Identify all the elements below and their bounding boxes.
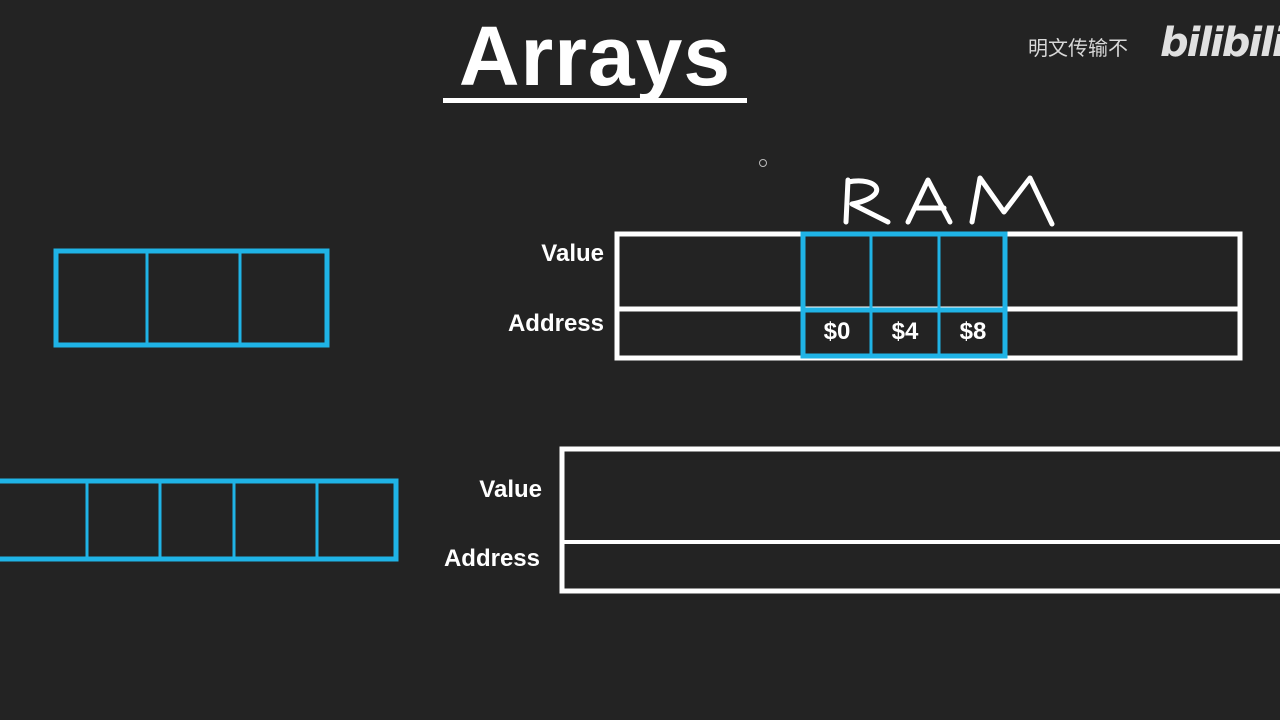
title-underline (443, 98, 747, 103)
page-title: Arrays (458, 9, 732, 103)
address-cell-1: $4 (891, 318, 919, 345)
lower-memory-table (559, 446, 1280, 594)
ram-handwritten-label: RAM (843, 175, 1055, 227)
lower-address-label: Address (443, 545, 540, 572)
lower-value-label: Value (479, 476, 542, 503)
small-array (53, 248, 330, 348)
large-array (0, 478, 399, 562)
ram-table (614, 231, 1243, 361)
bilibili-logo: bilibili (1160, 20, 1280, 66)
address-cell-2: $8 (959, 318, 987, 345)
ram-value-label: Value (541, 240, 604, 267)
ram-address-label: Address (507, 310, 604, 337)
address-cell-0: $0 (823, 318, 851, 345)
watermark-text: 明文传输不 (1028, 36, 1128, 60)
cursor-icon (759, 159, 767, 167)
